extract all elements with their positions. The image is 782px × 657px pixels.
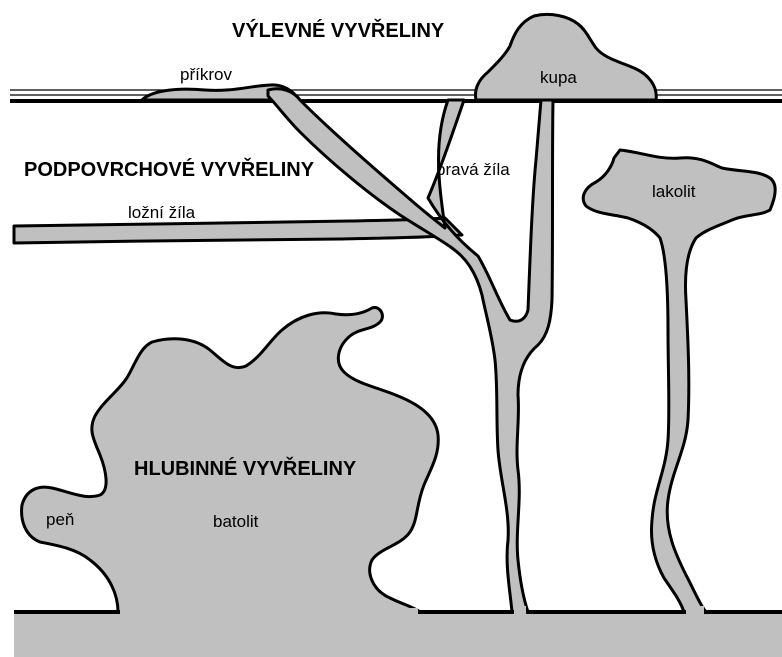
label-nappe: příkrov bbox=[180, 65, 232, 84]
laccolith-shape bbox=[583, 150, 775, 612]
deep-rock-base bbox=[14, 612, 782, 657]
label-batholith: batolit bbox=[213, 512, 259, 531]
sill-shape bbox=[14, 218, 462, 243]
dome-shape bbox=[476, 14, 657, 100]
label-dome: kupa bbox=[540, 68, 577, 87]
heading-deep: HLUBINNÉ VYVŘELINY bbox=[134, 456, 357, 480]
label-stock: peň bbox=[46, 510, 74, 529]
heading-extrusive: VÝLEVNÉ VYVŘELINY bbox=[232, 18, 445, 42]
label-sill: ložní žíla bbox=[128, 203, 196, 222]
surface-lines bbox=[10, 90, 782, 101]
label-laccolith: lakolit bbox=[652, 182, 696, 201]
heading-subsurface: PODPOVRCHOVÉ VYVŘELINY bbox=[24, 157, 315, 181]
label-dike: pravá žíla bbox=[436, 160, 510, 179]
